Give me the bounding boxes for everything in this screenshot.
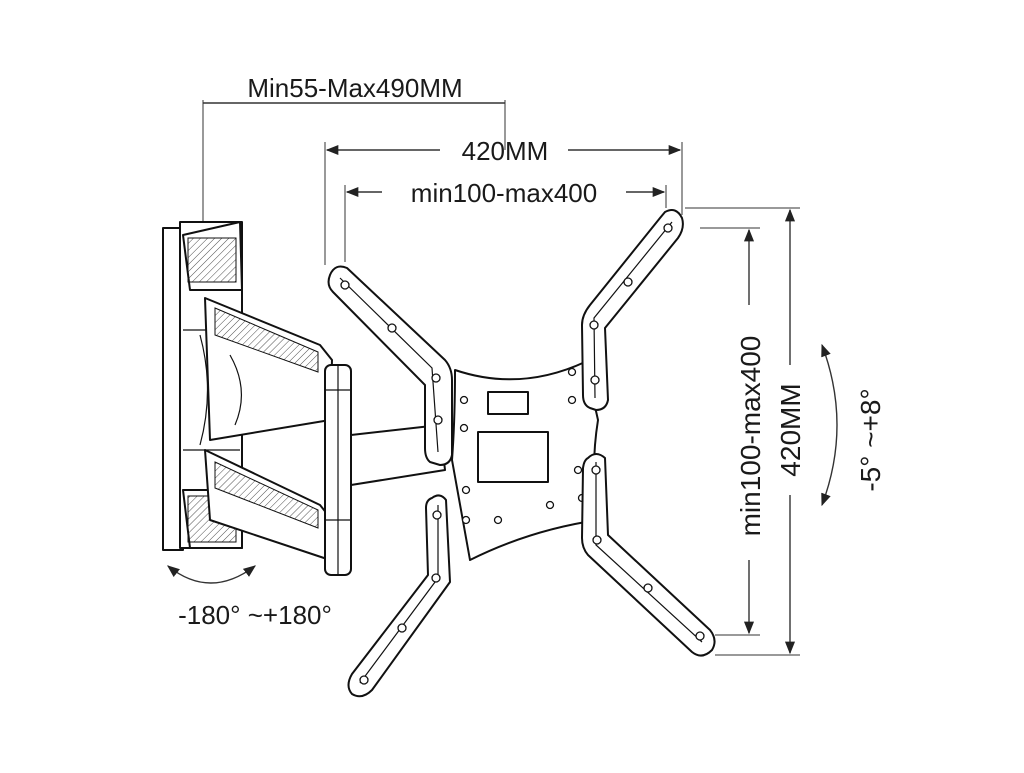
mount-holes (459, 367, 587, 525)
swivel-indicator: -180° ~+180° (167, 565, 332, 630)
plate-height-label: 420MM (775, 383, 806, 476)
vesa-rail-upper-right (581, 209, 684, 411)
vesa-rail-upper-left (327, 265, 453, 466)
articulating-arms (204, 297, 446, 576)
arm-extension-label: Min55-Max490MM (247, 73, 462, 103)
plate-width-dimension: 420MM (324, 136, 683, 265)
vesa-horizontal-dimension: min100-max400 (344, 178, 667, 262)
vesa-vertical-dimension: min100-max400 (700, 227, 766, 636)
swivel-label: -180° ~+180° (178, 600, 332, 630)
vesa-rail-lower-right (581, 453, 716, 657)
tv-bracket-plate (451, 361, 599, 561)
vesa-horizontal-label: min100-max400 (411, 178, 597, 208)
arm-extension-dimension: Min55-Max490MM (202, 73, 506, 225)
tilt-indicator: -5° ~+8° (821, 343, 886, 507)
plate-width-label: 420MM (462, 136, 549, 166)
plate-height-dimension: 420MM (685, 207, 806, 656)
vesa-rail-lower-left (347, 494, 451, 698)
tilt-label: -5° ~+8° (855, 388, 886, 491)
vesa-vertical-label: min100-max400 (735, 336, 766, 537)
